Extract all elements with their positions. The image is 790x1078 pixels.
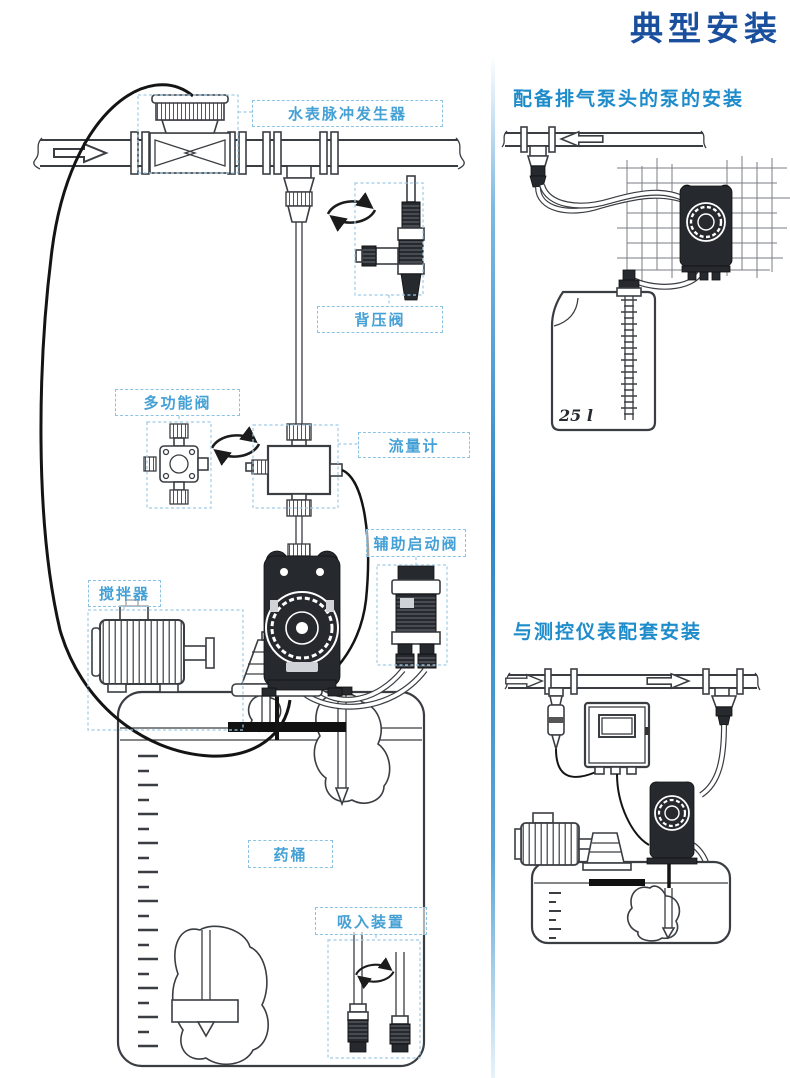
label-auxiliary-start-valve: 辅助启动阀 (366, 529, 466, 557)
multifunction-valve (143, 423, 259, 505)
back-pressure-valve (328, 175, 425, 301)
section-heading-degassing: 配备排气泵头的泵的安装 (513, 88, 745, 110)
label-agitator: 搅拌器 (88, 580, 161, 607)
rotation-arrows-icon (212, 435, 259, 456)
dosing-pump (679, 184, 733, 281)
injection-valve (526, 145, 550, 188)
chemical-tank (116, 686, 426, 1068)
chemical-canister: 25 l (550, 269, 657, 432)
label-flow-meter: 流量计 (358, 432, 470, 458)
label-chemical-tank: 药桶 (248, 840, 333, 868)
suction-device (347, 932, 411, 1053)
canister-volume-label: 25 l (558, 406, 593, 425)
controller-box (583, 701, 651, 846)
suction-lance-scale (621, 299, 637, 415)
dosing-pump (646, 781, 698, 888)
agitator-motor (514, 812, 632, 871)
injection-valve (710, 687, 738, 726)
degassing-pump-diagram: 25 l (501, 126, 790, 432)
instrument-diagram (504, 668, 761, 945)
sensor-probe (547, 687, 597, 778)
injection-valve (282, 165, 316, 424)
label-back-pressure-valve: 背压阀 (317, 306, 443, 333)
label-water-meter-pulse-generator: 水表脉冲发生器 (252, 100, 443, 127)
auxiliary-start-valve (391, 565, 441, 669)
label-suction-device: 吸入装置 (315, 907, 427, 935)
chemical-tank (530, 860, 732, 945)
tubing (535, 183, 705, 290)
dosing-pump (261, 543, 343, 697)
callout-boxes (87, 94, 448, 1059)
rotation-arrows-icon (328, 201, 375, 222)
page-title: 典型安装 (630, 9, 782, 48)
main-installation-diagram (33, 83, 465, 1068)
flow-arrow-icon (505, 674, 543, 688)
flow-meter (245, 423, 343, 548)
water-meter (149, 94, 231, 174)
label-multifunction-valve: 多功能阀 (115, 389, 240, 416)
pulse-signal-cable (39, 83, 292, 758)
section-heading-instrument: 与测控仪表配套安装 (513, 621, 703, 643)
tank-level-scale (138, 754, 158, 1048)
pipe (504, 668, 761, 695)
tank-level-scale (549, 892, 561, 939)
section-divider (491, 55, 495, 1078)
main-pipe (33, 131, 465, 175)
